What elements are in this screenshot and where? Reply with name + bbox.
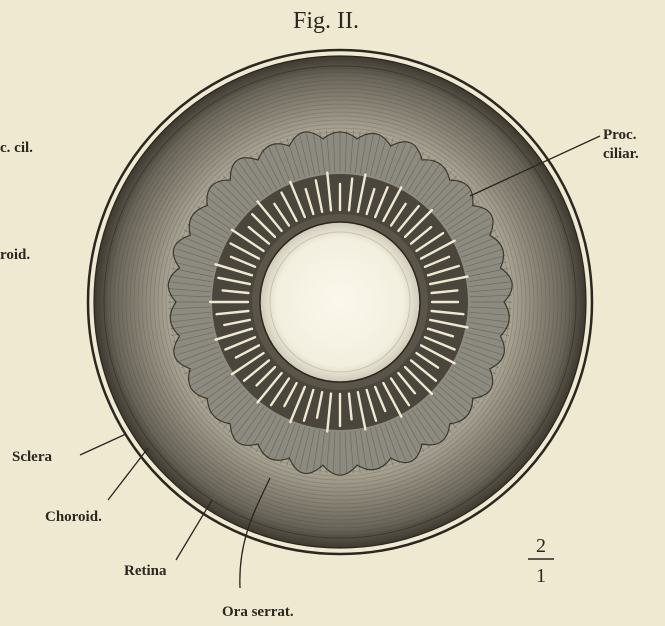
figure-title: Fig. II. <box>293 8 359 34</box>
leader-retina <box>176 500 212 560</box>
scale-denominator: 1 <box>536 565 546 587</box>
label-ora-serrat: Ora serrat. <box>222 604 294 620</box>
label-proc-ciliar-line1: Proc. <box>603 127 637 143</box>
leader-choroid <box>108 448 148 500</box>
label-choroid-partial: roid. <box>0 247 30 263</box>
label-retina: Retina <box>124 563 167 579</box>
label-proc-ciliar-line2: ciliar. <box>603 146 639 162</box>
label-proc-cil-partial: c. cil. <box>0 140 33 156</box>
scale-numerator: 2 <box>536 535 546 557</box>
lens <box>260 222 420 382</box>
label-sclera: Sclera <box>12 449 52 465</box>
label-choroid: Choroid. <box>45 509 102 525</box>
scale-fraction: 2 1 <box>528 535 554 587</box>
leader-sclera <box>80 434 126 455</box>
eye-globe <box>88 50 592 554</box>
